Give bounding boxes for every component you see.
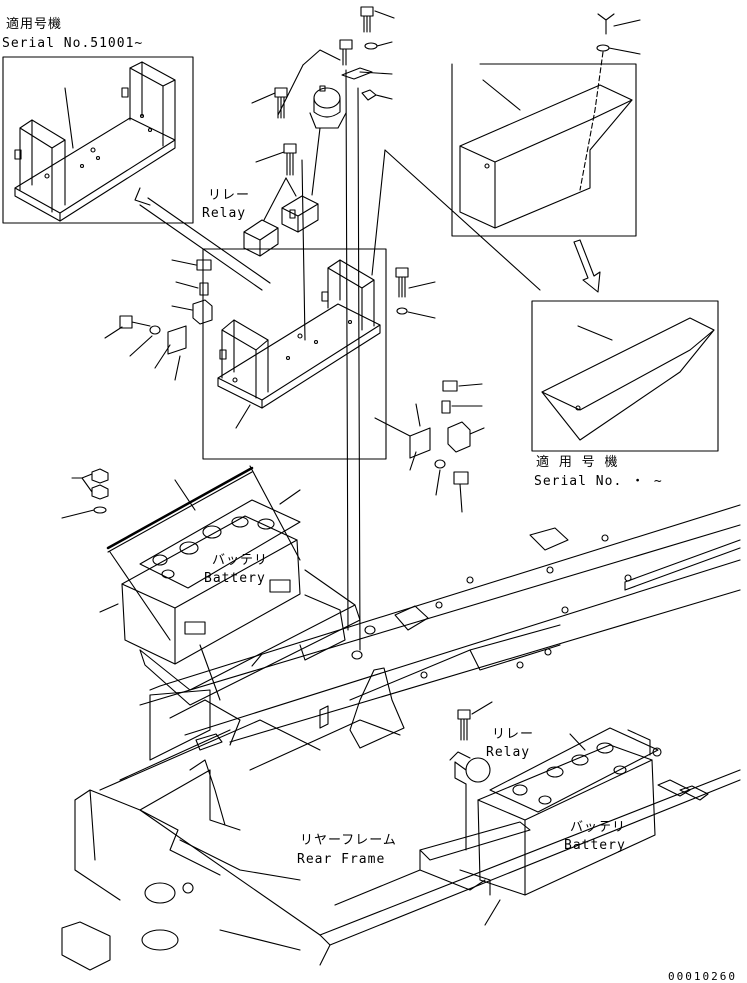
serial-right-en-label: Serial No. ・ ~ [534,474,663,489]
main-bracket [202,248,387,460]
right-small-parts [374,380,485,513]
relay-bottom-en-label: Relay [486,745,531,760]
nuts-left [61,468,109,519]
serial-top-en-label: Serial No.51001~ [2,36,144,51]
relay-lower [449,701,493,851]
relays-middle [243,177,319,257]
relay-bottom-jp-label: リレー [492,727,535,742]
battery-left-jp-label: バッテリ [212,553,269,568]
serial-top-jp-label: 適用号機 [6,17,63,32]
rear-frame-jp-label: リヤーフレーム [300,833,397,848]
relay-top-jp-label: リレー [208,188,251,203]
left-small-parts [104,259,213,381]
battery-right-jp-label: バッテリ [570,820,627,835]
battery-right [419,727,691,896]
cover-box-top-right [371,13,641,291]
relay-upper [251,85,347,196]
serial-right-jp-label: 適 用 号 機 [536,455,619,470]
inset-bracket-old-serial [2,56,194,224]
reference-lines [301,69,361,651]
cover-box-right [531,300,719,452]
battery-right-en-label: Battery [564,838,626,853]
rear-frame-en-label: Rear Frame [297,852,386,867]
top-bolt-stack [277,6,395,116]
battery-left [99,465,301,665]
drawing-number: 00010260 [668,970,737,983]
down-arrow [573,239,601,293]
bolt-right-bracket [395,267,436,319]
relay-top-en-label: Relay [202,206,247,221]
inset-arrow [134,187,271,291]
rear-frame [61,504,741,971]
battery-left-en-label: Battery [204,571,266,586]
battery-tray [139,569,376,706]
